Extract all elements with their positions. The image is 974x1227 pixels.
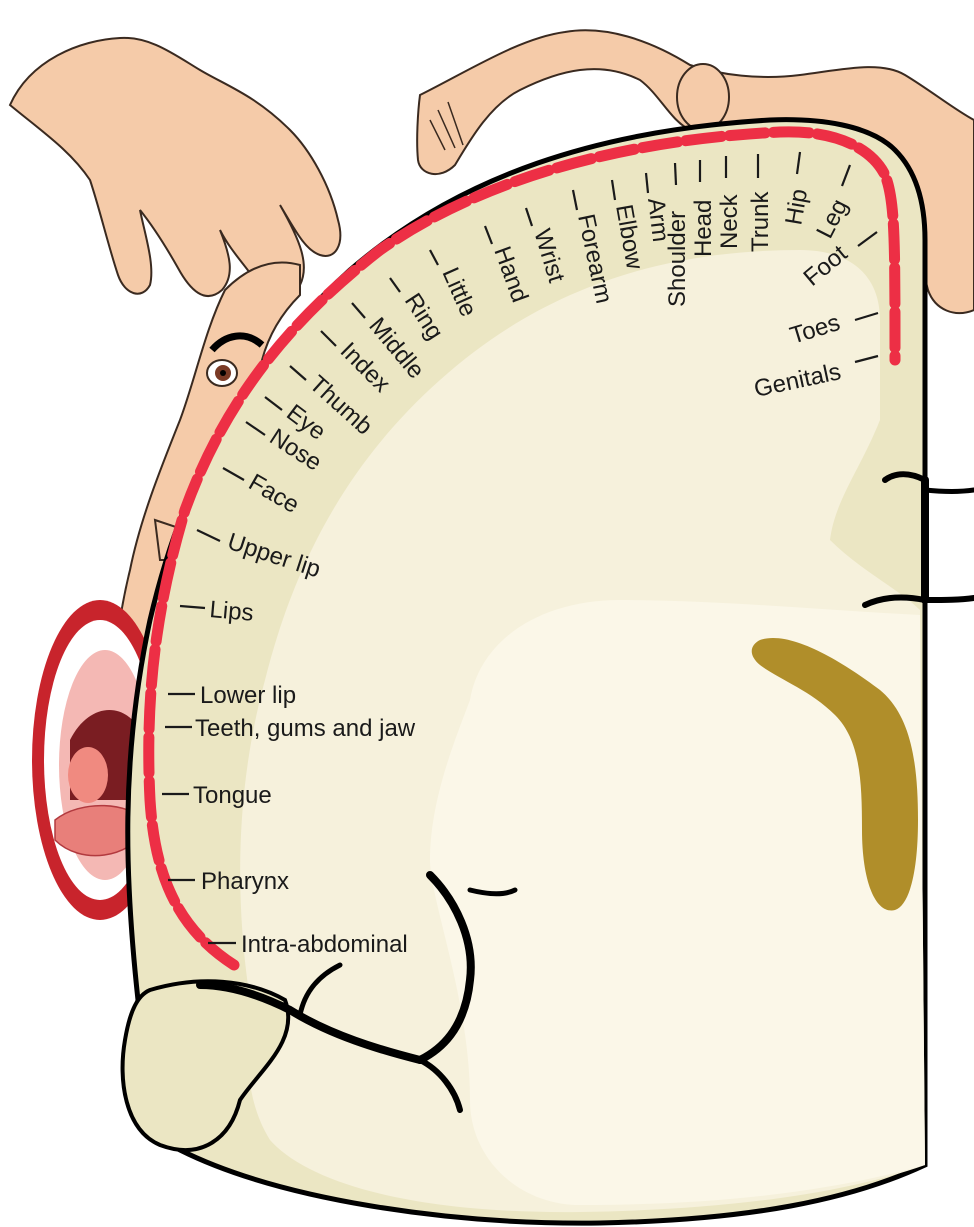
label-pharynx-text: Pharynx <box>201 868 289 895</box>
label-lower-lip-text: Lower lip <box>200 682 296 709</box>
label-head-text: Head <box>690 200 717 257</box>
label-shoulder-text: Shoulder <box>664 211 691 307</box>
hand-illustration-icon <box>10 38 340 298</box>
label-neck-text: Neck <box>716 193 743 249</box>
label-tongue-text: Tongue <box>193 782 272 809</box>
label-teeth-gums-jaw: Teeth, gums and jaw <box>165 715 416 742</box>
label-teeth-gums-jaw-text: Teeth, gums and jaw <box>195 715 416 742</box>
label-intra-abdominal-text: Intra-abdominal <box>241 931 408 958</box>
label-trunk-text: Trunk <box>747 191 774 252</box>
label-lips-text: Lips <box>208 596 254 627</box>
